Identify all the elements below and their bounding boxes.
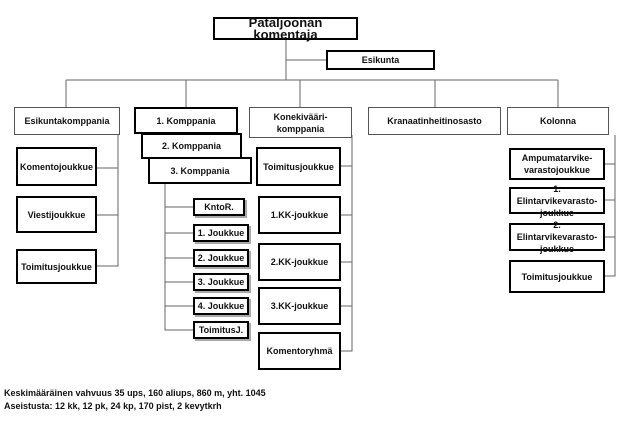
hq-sub-label: Viestijoukkue	[27, 209, 86, 220]
mg-sub-box: Komentoryhmä	[258, 332, 341, 370]
column-sub-box: Toimitusjoukkue	[509, 260, 605, 293]
mg-sub-label: Toimitusjoukkue	[263, 161, 334, 172]
column-sub-label: Toimitusjoukkue	[521, 271, 593, 282]
platoon-label: 2. Joukkue	[197, 253, 245, 263]
weapons-note: Aseistusta: 12 kk, 12 pk, 24 kp, 170 pis…	[4, 401, 222, 411]
rifle-company-box: 3. Komppania	[148, 157, 252, 184]
mg-sub-box: 2.KK-joukkue	[258, 243, 341, 281]
commander-label: Pataljoonan komentaja	[248, 14, 323, 42]
mg-sub-label: 2.KK-joukkue	[270, 257, 329, 267]
mg-sub-label: 3.KK-joukkue	[270, 301, 329, 311]
column-box: Kolonna	[507, 107, 609, 135]
staff-label: Esikunta	[361, 55, 400, 65]
mg-sub-label: Komentoryhmä	[266, 346, 333, 356]
hq-sub-box: Toimitusjoukkue	[16, 249, 97, 284]
hq-sub-label: Toimitusjoukkue	[21, 261, 92, 272]
column-sub-label: 2. Elintarvikevarasto-joukkue	[516, 220, 598, 254]
column-sub-box: 1. Elintarvikevarasto-joukkue	[509, 184, 605, 218]
rifle-company-box: 1. Komppania	[134, 107, 238, 134]
rifle-company-box: 2. Komppania	[141, 133, 242, 159]
hq-company-label: Esikuntakomppania	[24, 116, 110, 126]
platoon-label: 3. Joukkue	[197, 277, 245, 287]
platoon-box: 3. Joukkue	[193, 273, 249, 291]
mg-sub-label: 1.KK-joukkue	[270, 210, 329, 220]
platoon-box: ToimitusJ.	[193, 321, 249, 339]
commander-box: Pataljoonan komentaja	[213, 14, 358, 42]
platoon-label: 1. Joukkue	[197, 228, 245, 238]
column-sub-box: Ampumatarvike-varastojoukkue	[509, 148, 605, 180]
hq-company-box: Esikuntakomppania	[14, 107, 120, 135]
mg-sub-box: Toimitusjoukkue	[256, 147, 341, 186]
column-sub-label: Ampumatarvike-varastojoukkue	[521, 153, 593, 175]
mortar-box: Kranaatinheitinosasto	[368, 107, 501, 135]
platoon-label: 4. Joukkue	[197, 301, 245, 311]
hq-sub-box: Viestijoukkue	[16, 196, 97, 233]
platoon-box: 1. Joukkue	[193, 224, 249, 242]
column-sub-box: 2. Elintarvikevarasto-joukkue	[509, 220, 605, 254]
hq-sub-label: Komentojoukkue	[19, 161, 93, 172]
rifle-company-label: 1. Komppania	[156, 115, 216, 126]
column-label: Kolonna	[540, 116, 576, 126]
mg-company-box: Konekivääri-komppania	[249, 107, 352, 138]
mg-company-label: Konekivääri-komppania	[273, 111, 328, 134]
column-sub-label: 1. Elintarvikevarasto-joukkue	[516, 183, 598, 218]
staff-box: Esikunta	[326, 50, 435, 70]
mortar-label: Kranaatinheitinosasto	[387, 116, 482, 126]
rifle-company-label: 3. Komppania	[170, 165, 230, 176]
strength-note: Keskimääräinen vahvuus 35 ups, 160 aliup…	[4, 388, 266, 398]
hq-sub-box: Komentojoukkue	[16, 147, 97, 186]
mg-sub-box: 3.KK-joukkue	[258, 287, 341, 325]
platoon-box: KntoR.	[193, 198, 245, 216]
rifle-company-label: 2. Komppania	[161, 141, 221, 151]
platoon-box: 2. Joukkue	[193, 249, 249, 267]
mg-sub-box: 1.KK-joukkue	[258, 196, 341, 234]
platoon-box: 4. Joukkue	[193, 297, 249, 315]
platoon-label: ToimitusJ.	[198, 325, 244, 335]
platoon-label: KntoR.	[204, 202, 234, 212]
